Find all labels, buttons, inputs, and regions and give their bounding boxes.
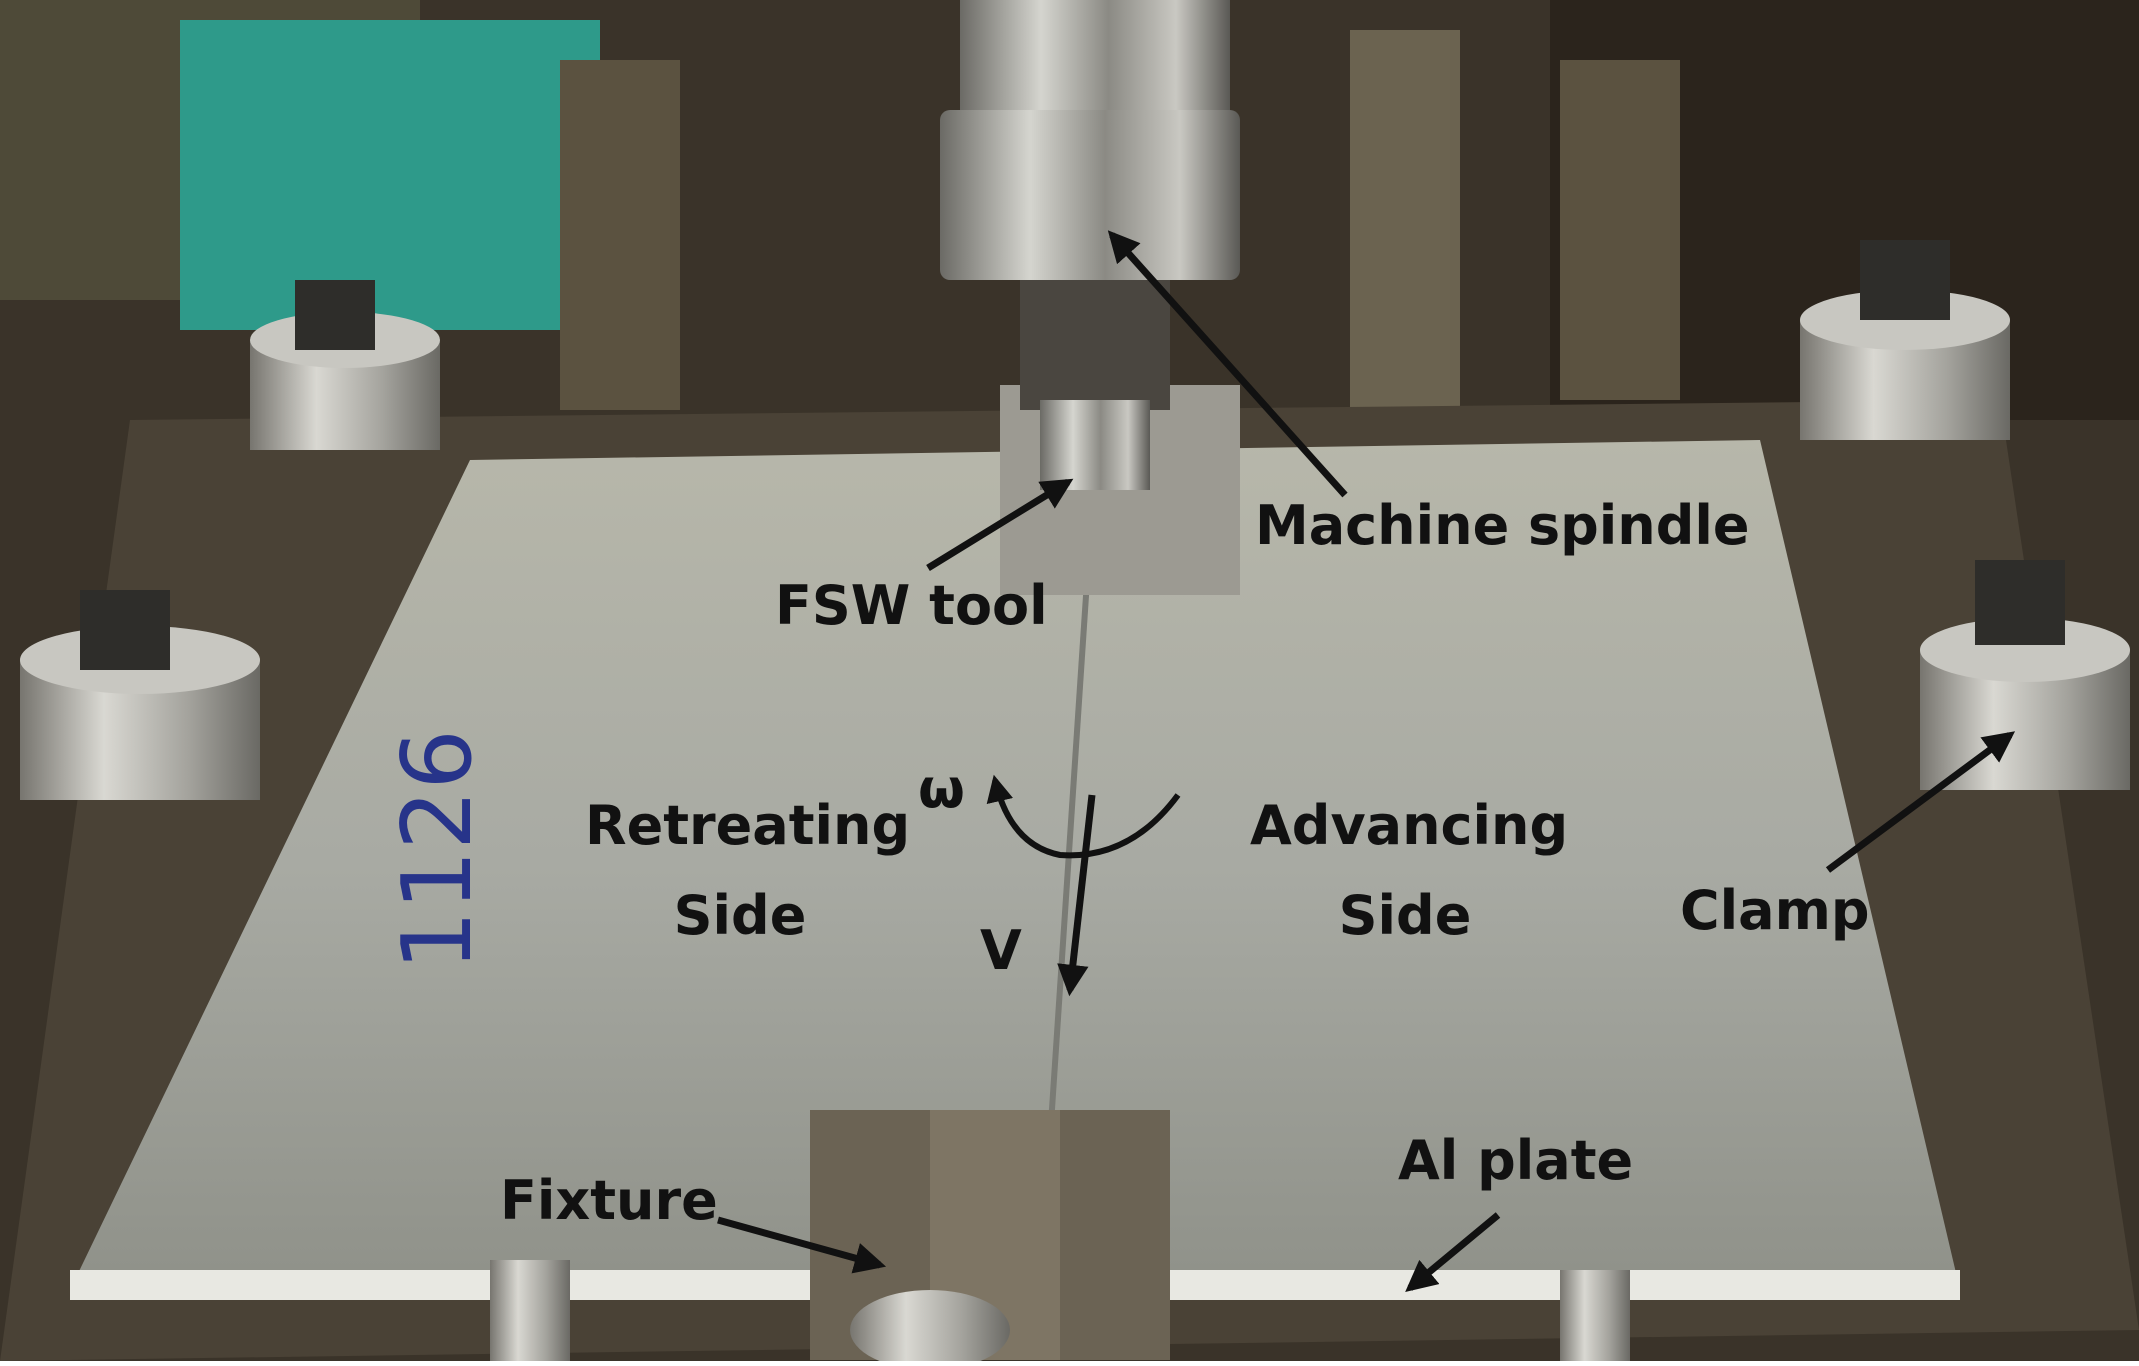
al-plate-label: Al plate xyxy=(1398,1129,1634,1192)
omega-label: ω xyxy=(918,757,965,820)
clamp-left xyxy=(20,590,260,800)
advancing-line2: Side xyxy=(1338,884,1472,948)
arrow-al-plate xyxy=(1405,1212,1501,1293)
arrow-fixture xyxy=(717,1216,887,1274)
machine-spindle-label: Machine spindle xyxy=(1255,494,1750,557)
clamp-right xyxy=(1920,560,2130,790)
clamp-top-left xyxy=(250,280,440,450)
fsw-tool-label: FSW tool xyxy=(775,574,1048,637)
spindle-upper xyxy=(960,0,1230,120)
fixture-label: Fixture xyxy=(500,1169,718,1232)
clamp-label: Clamp xyxy=(1680,879,1870,942)
annotation-arrows xyxy=(717,230,2016,1293)
arrow-machine-spindle xyxy=(1107,230,1348,498)
arrow-velocity xyxy=(1057,794,1096,997)
arrow-fsw-tool xyxy=(926,478,1074,571)
green-machine-part xyxy=(180,20,600,330)
arrow-clamp xyxy=(1825,731,2016,873)
al-plate-shape xyxy=(70,440,1960,1290)
retreating-line1: Retreating xyxy=(585,794,911,857)
rotation-arc xyxy=(986,774,1181,859)
fsw-tool-shape xyxy=(1040,400,1150,490)
retreating-side-label: Retreating Side xyxy=(585,794,911,948)
retreating-line2: Side xyxy=(673,884,807,948)
clamp-top-right xyxy=(1800,240,2010,440)
plate-marking: 1126 xyxy=(383,729,493,971)
spindle-collar xyxy=(940,110,1240,280)
velocity-label: V xyxy=(980,919,1022,982)
advancing-line1: Advancing xyxy=(1250,794,1569,857)
advancing-side-label: Advancing Side xyxy=(1250,794,1569,948)
